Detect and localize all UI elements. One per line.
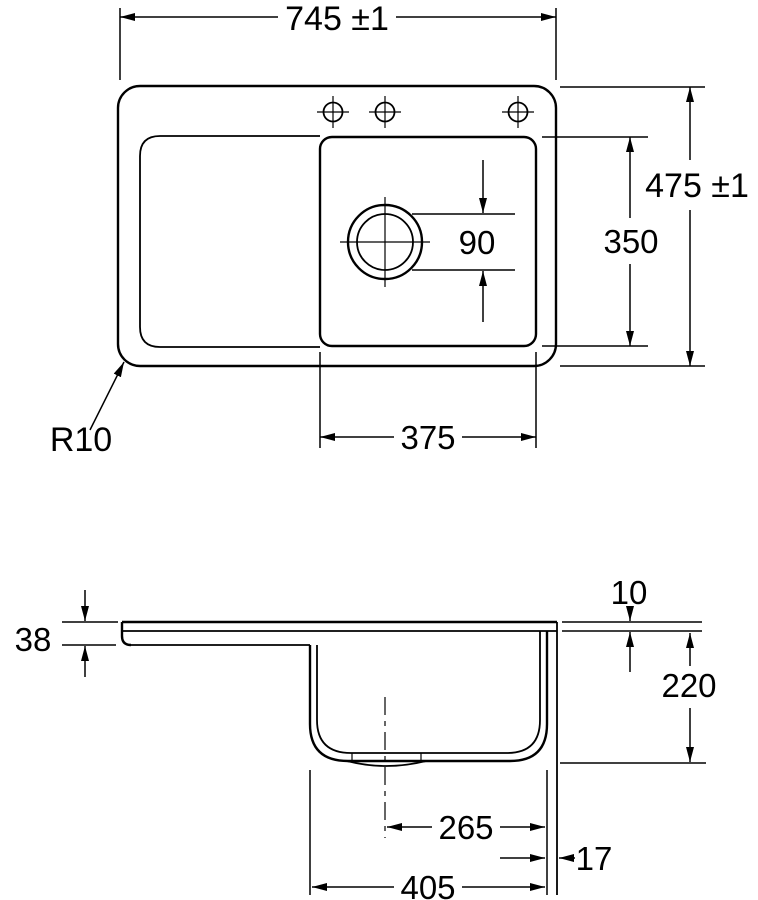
dim-edge-offset-label: 17 bbox=[576, 840, 613, 877]
dimension-corner-radius: R10 bbox=[50, 361, 125, 459]
dim-bowl-outer-width-label: 405 bbox=[400, 869, 455, 900]
dimension-bowl-depth: 350 bbox=[542, 136, 659, 347]
dimension-section-depth: 220 bbox=[560, 633, 717, 764]
dimension-overall-depth: 475 ±1 bbox=[560, 86, 749, 367]
dimension-overall-width: 745 ±1 bbox=[119, 0, 557, 80]
tap-hole-icon bbox=[317, 96, 349, 128]
bowl-section bbox=[308, 631, 549, 838]
dim-rim-front-height-label: 38 bbox=[15, 621, 52, 658]
dimension-bowl-outer-width: 405 bbox=[312, 869, 545, 900]
drainboard-outline bbox=[139, 135, 320, 348]
dim-overall-width-label: 745 ±1 bbox=[285, 0, 389, 38]
rim-profile bbox=[120, 620, 558, 895]
dimension-edge-offset: 17 bbox=[500, 840, 612, 877]
top-view: 745 ±1 475 ±1 350 90 375 bbox=[50, 0, 749, 459]
drain bbox=[340, 197, 430, 287]
tap-hole-icon bbox=[502, 96, 534, 128]
dim-section-depth-label: 220 bbox=[661, 667, 716, 704]
dim-bowl-depth-label: 350 bbox=[603, 223, 658, 260]
bowl-outline bbox=[318, 135, 538, 348]
side-view: 38 10 220 265 405 bbox=[15, 574, 717, 900]
dim-rim-top-height-label: 10 bbox=[611, 574, 648, 611]
dimension-drain-offset: 265 bbox=[387, 809, 545, 846]
dim-drain-diameter-label: 90 bbox=[459, 224, 496, 261]
dim-drain-offset-label: 265 bbox=[438, 809, 493, 846]
tap-hole-icon bbox=[369, 96, 401, 128]
dim-bowl-width-label: 375 bbox=[400, 419, 455, 456]
dimension-rim-front-height: 38 bbox=[15, 590, 118, 677]
sink-outline bbox=[116, 84, 558, 368]
dimension-rim-top-height: 10 bbox=[562, 574, 702, 672]
tap-holes bbox=[317, 96, 534, 128]
dimension-bowl-width: 375 bbox=[319, 352, 537, 456]
dim-corner-radius-label: R10 bbox=[50, 421, 112, 459]
drain-sump bbox=[346, 760, 427, 767]
dimension-drain-diameter: 90 bbox=[412, 160, 515, 322]
dim-overall-depth-label: 475 ±1 bbox=[645, 167, 749, 205]
